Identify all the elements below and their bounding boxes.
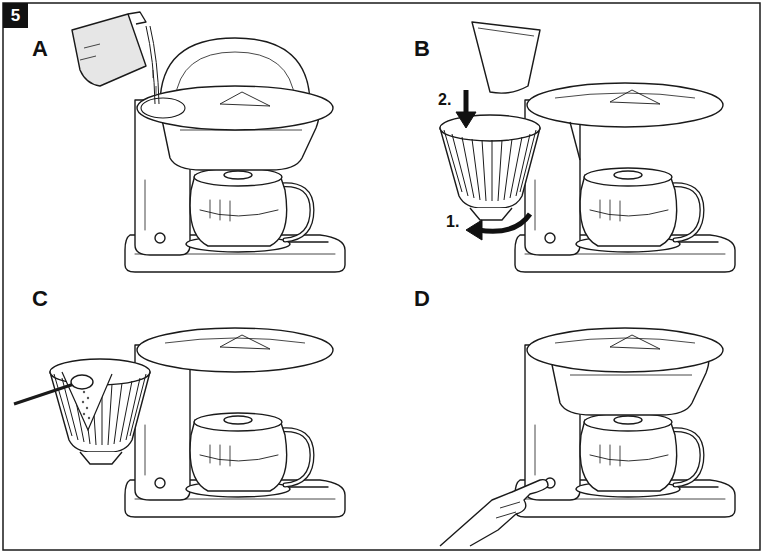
step-number: 1. xyxy=(446,214,459,230)
step-number-box: 5 xyxy=(3,3,28,28)
step-number: 2. xyxy=(438,92,451,108)
panel-letter: C xyxy=(32,288,48,310)
panel-letter: D xyxy=(414,288,430,310)
step-number: 5 xyxy=(11,6,20,26)
panel-letter: B xyxy=(414,38,430,60)
panel-letter: A xyxy=(32,38,48,60)
